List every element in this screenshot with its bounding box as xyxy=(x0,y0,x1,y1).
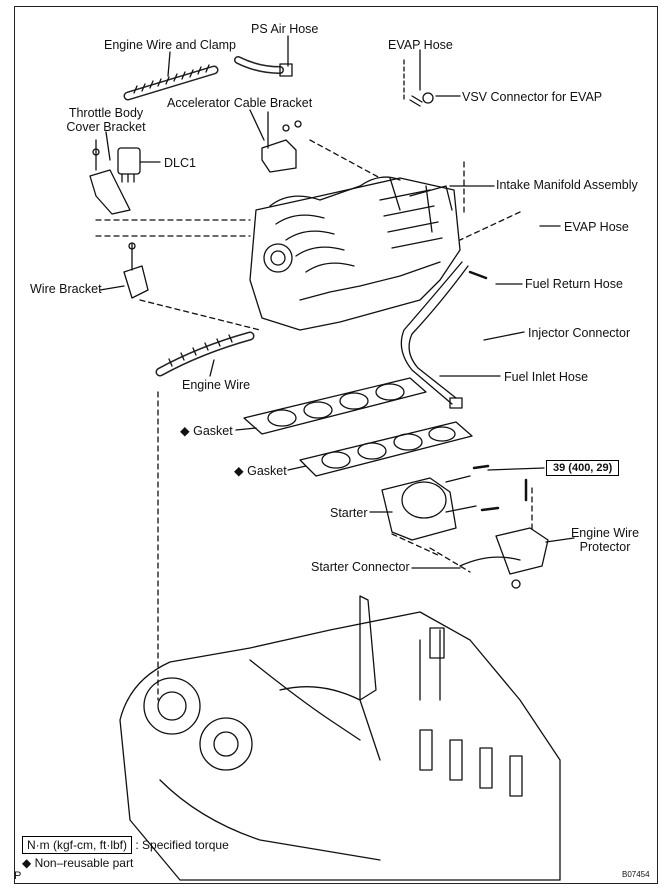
legend-nonreusable-desc: Non–reusable part xyxy=(34,856,134,870)
engine-wire-clamp-drawing xyxy=(123,64,219,101)
figure-reference: B07454 xyxy=(622,870,650,879)
legend-torque-desc: : Specified torque xyxy=(135,838,229,852)
engine-wire-drawing xyxy=(155,331,255,377)
engine-block-drawing xyxy=(119,595,561,881)
legend-torque: N·m (kgf-cm, ft·lbf) : Specified torque xyxy=(22,836,229,854)
label-engine-wire: Engine Wire xyxy=(182,378,251,392)
wire-bracket-drawing xyxy=(123,242,149,299)
label-fuel-return-hose: Fuel Return Hose xyxy=(525,277,623,291)
label-ps-air-hose: PS Air Hose xyxy=(251,22,319,36)
corner-mark: P xyxy=(14,870,22,882)
label-starter: Starter xyxy=(330,506,368,520)
evap-top-drawing xyxy=(403,59,434,107)
label-injector-connector: Injector Connector xyxy=(528,326,631,340)
engine-wire-protector-drawing xyxy=(459,527,549,589)
label-intake-manifold-assembly: Intake Manifold Assembly xyxy=(496,178,638,192)
label-evap-hose-right: EVAP Hose xyxy=(564,220,629,234)
gasket-2-drawing xyxy=(299,421,473,477)
starter-drawing xyxy=(381,464,528,541)
label-vsv-connector: VSV Connector for EVAP xyxy=(462,90,603,104)
label-gasket-2: ◆ Gasket xyxy=(234,464,287,478)
fuel-inlet-hose-drawing xyxy=(400,261,469,409)
legend-nonreusable-symbol: ◆ xyxy=(22,856,32,870)
label-dlc1: DLC1 xyxy=(164,156,196,170)
torque-spec-box: 39 (400, 29) xyxy=(546,460,620,476)
gasket-1-drawing xyxy=(243,377,427,435)
accelerator-bracket-drawing xyxy=(261,111,302,173)
label-engine-wire-and-clamp: Engine Wire and Clamp xyxy=(104,38,237,52)
legend-nonreusable: ◆ Non–reusable part xyxy=(22,856,133,870)
label-starter-connector: Starter Connector xyxy=(311,560,410,574)
nonreusable-mark-1: ◆ xyxy=(180,424,190,438)
ps-air-hose-drawing xyxy=(234,56,293,77)
label-evap-hose-top: EVAP Hose xyxy=(388,38,453,52)
label-accelerator-cable-bracket: Accelerator Cable Bracket xyxy=(167,96,313,110)
label-engine-wire-protector: Engine Wire Protector xyxy=(570,526,640,554)
dlc1-drawing xyxy=(89,139,141,215)
leader-lines xyxy=(99,35,575,569)
alignment-lines xyxy=(95,139,533,701)
intake-manifold-drawing xyxy=(249,176,488,331)
label-wire-bracket: Wire Bracket xyxy=(30,282,102,296)
legend-torque-unit: N·m (kgf-cm, ft·lbf) xyxy=(22,836,132,854)
label-fuel-inlet-hose: Fuel Inlet Hose xyxy=(504,370,589,384)
label-throttle-body-cover-bracket: Throttle Body Cover Bracket xyxy=(66,106,146,134)
label-gasket-1: ◆ Gasket xyxy=(180,424,233,438)
page-frame xyxy=(14,6,658,884)
nonreusable-mark-2: ◆ xyxy=(234,464,244,478)
